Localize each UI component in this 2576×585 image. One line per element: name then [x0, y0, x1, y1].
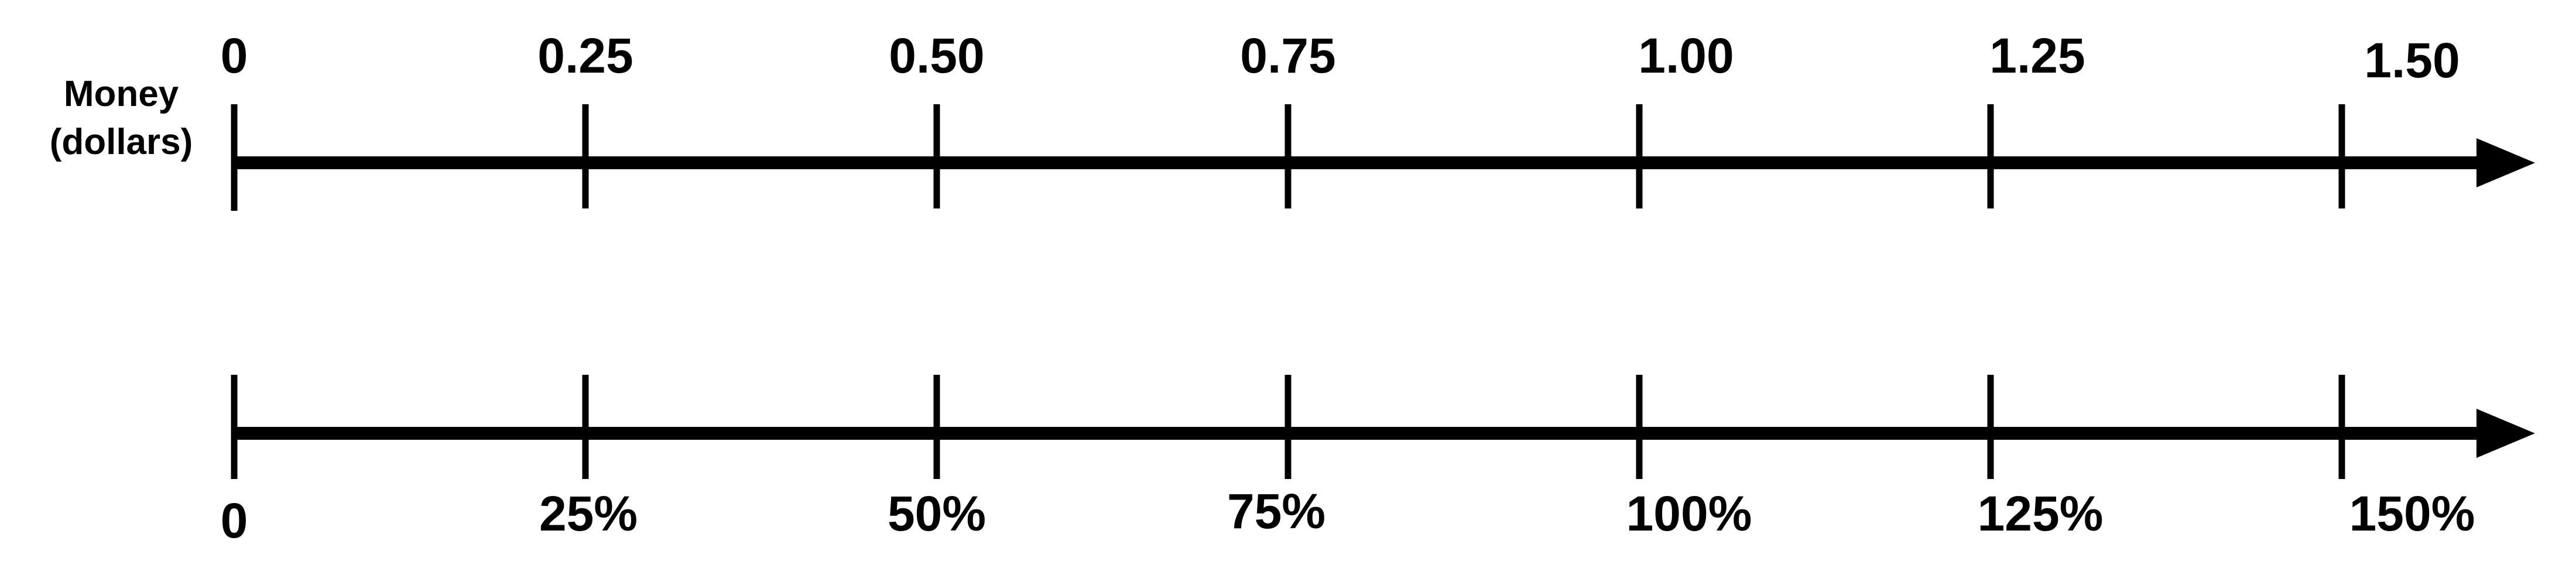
percent-tick-label-6: 150% [2349, 486, 2475, 541]
money-tick-label-4: 1.00 [1638, 28, 1734, 83]
percent-tick-label-5: 125% [1978, 486, 2104, 541]
percent-tick-label-1: 25% [539, 486, 638, 541]
percent-tick-label-3: 75% [1227, 484, 1325, 539]
money-tick-label-5: 1.25 [1989, 28, 2085, 83]
money-tick-label-3: 0.75 [1240, 28, 1336, 83]
percent-tick-label-4: 100% [1626, 486, 1752, 541]
percent-number-line: 0 25% 50% 75% 100% 125% 150% [221, 375, 2535, 548]
money-tick-label-6: 1.50 [2364, 33, 2460, 88]
money-tick-label-2: 0.50 [889, 28, 985, 83]
money-arrowhead [2476, 138, 2535, 187]
percent-tick-label-2: 50% [888, 486, 986, 541]
money-tick-label-1: 0.25 [537, 28, 633, 83]
percent-arrowhead [2476, 409, 2535, 458]
money-axis-label-line2: (dollars) [49, 122, 193, 162]
percent-tick-label-0: 0 [221, 493, 248, 548]
money-axis-label-line1: Money [63, 74, 179, 114]
money-tick-label-0: 0 [221, 28, 248, 83]
money-number-line: 0 0.25 0.50 0.75 1.00 1.25 1.50 [221, 28, 2535, 211]
money-axis-label: Money (dollars) [25, 70, 218, 166]
